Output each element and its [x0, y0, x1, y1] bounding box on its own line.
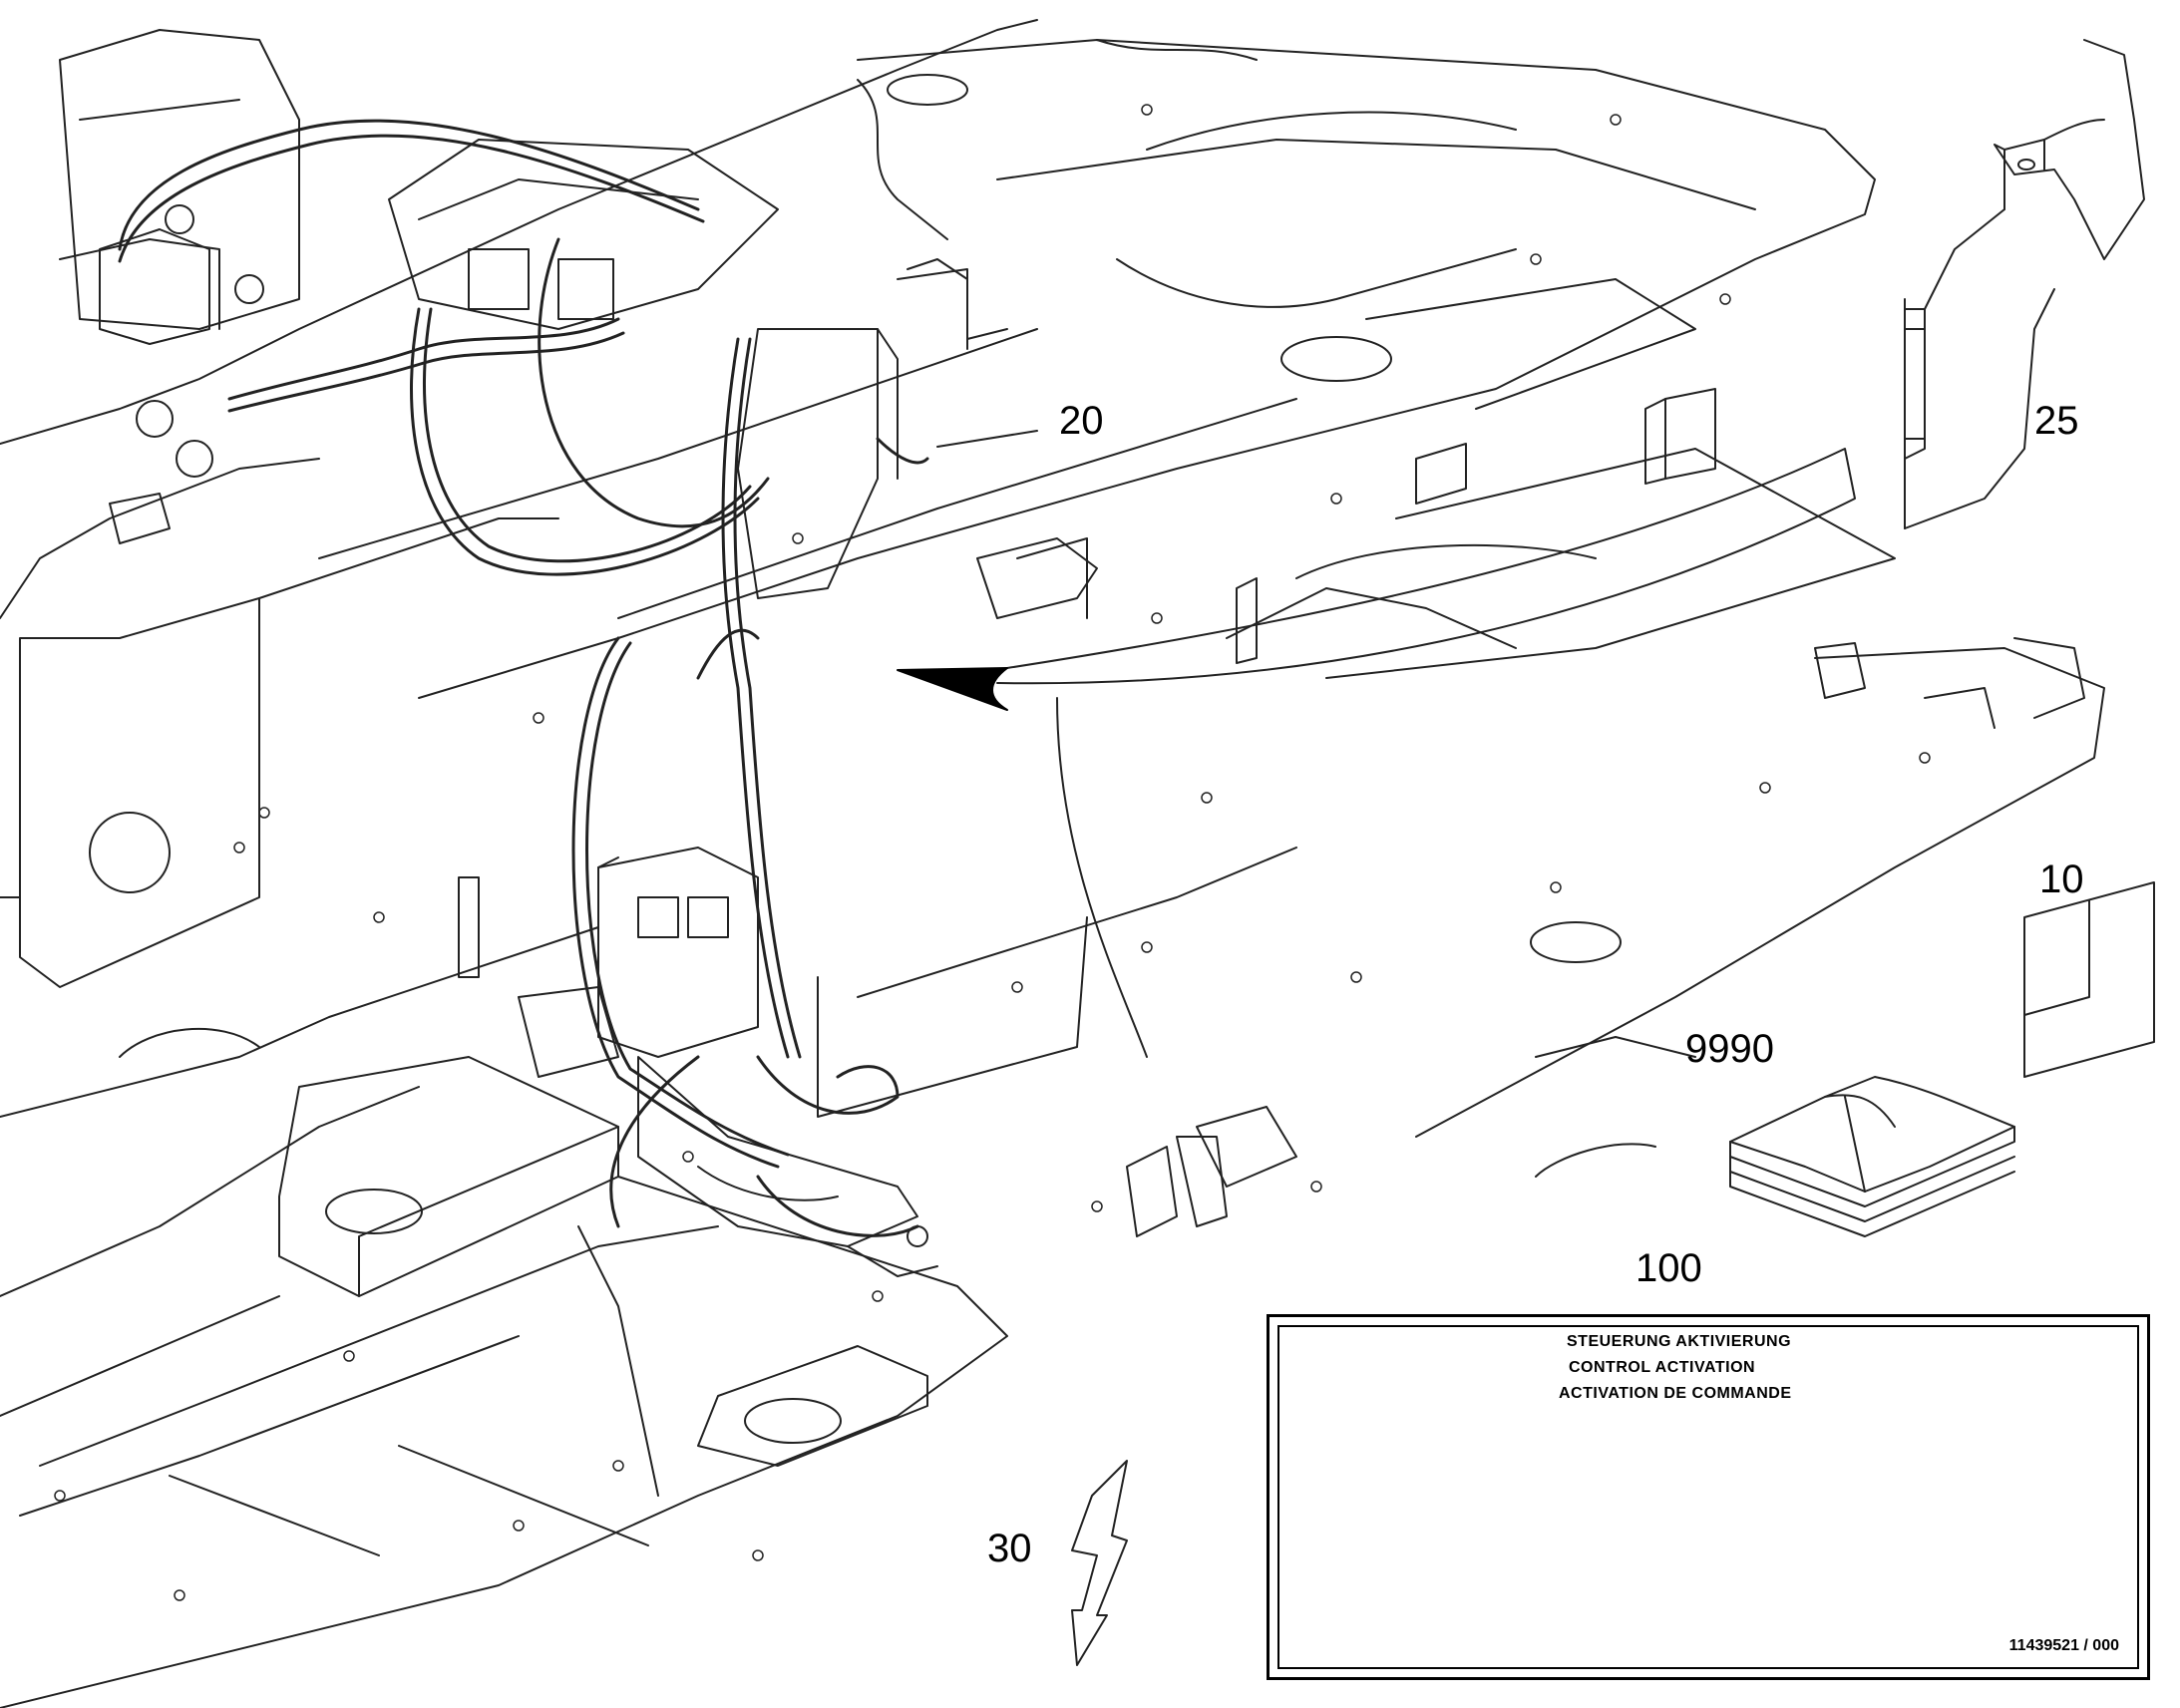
- control-activation-decal: STEUERUNG AKTIVIERUNG CONTROL ACTIVATION…: [1267, 1314, 2150, 1680]
- callout-9990: 9990: [1685, 1027, 1774, 1071]
- hydraulic-hoses: [118, 119, 929, 1237]
- sticker-sheet-10: [2023, 881, 2155, 1078]
- brackets: [109, 258, 1866, 1237]
- bolts: [54, 104, 1931, 1601]
- decal-title-en: CONTROL ACTIVATION: [1569, 1359, 1756, 1376]
- decal-inner-border: [1277, 1325, 2139, 1669]
- callout-25: 25: [2034, 399, 2079, 443]
- callout-20: 20: [1059, 399, 1104, 443]
- lower-valve-assembly: [518, 847, 938, 1277]
- right-side-rail: [1415, 637, 2105, 1178]
- lightning-bolt-icon: [1071, 1460, 1128, 1666]
- cover-plate-25: [1904, 39, 2145, 529]
- upper-valve-assembly: [59, 29, 968, 599]
- callout-100: 100: [1635, 1246, 1702, 1290]
- manual-book-icon: [1729, 1076, 2015, 1237]
- decal-part-number: 11439521 / 000: [2008, 1637, 2119, 1654]
- callout-30: 30: [987, 1527, 1032, 1570]
- leader-line-20: [936, 430, 1038, 448]
- left-side-plate: [0, 458, 599, 1297]
- lower-chassis: [0, 1056, 1008, 1708]
- upper-frame: [0, 19, 1896, 699]
- callout-10: 10: [2039, 857, 2084, 901]
- decal-title-de: STEUERUNG AKTIVIERUNG: [1567, 1333, 1792, 1350]
- direction-arrow-icon: [897, 448, 1856, 711]
- decal-title-fr: ACTIVATION DE COMMANDE: [1559, 1385, 1792, 1402]
